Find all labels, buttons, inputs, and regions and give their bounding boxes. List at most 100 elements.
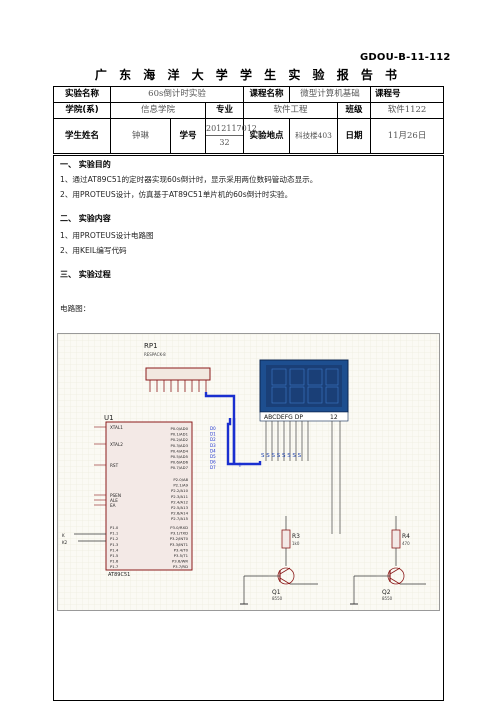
label-course-name: 课程名称 <box>243 86 290 103</box>
pin-ea: EA <box>110 503 116 508</box>
label-class: 班级 <box>336 102 372 119</box>
report-body: 一、 实验目的 1、通过AT89C51的定时器实现60s倒计时，显示采用两位数码… <box>53 155 444 701</box>
label-student-id: 学号 <box>170 118 206 154</box>
value-course-name: 微型计算机基础 <box>288 86 372 103</box>
r3-value: 1k0 <box>292 541 300 546</box>
bus-label-3: D3 <box>210 443 216 448</box>
p3-pin-5: P3.5/T1 <box>174 553 189 558</box>
header-row-3: 学生姓名 钟琳 学号 2012117012 32 实验地点 科技楼403 日期 … <box>53 118 445 154</box>
value-location: 科技楼403 <box>289 118 338 154</box>
p3-pin-0: P3.0/RXD <box>170 525 188 530</box>
p2-pin-0: P2.0/A8 <box>173 477 188 482</box>
wire-label-k2: K2 <box>62 540 68 545</box>
pin-xtal2: XTAL2 <box>110 442 123 447</box>
p0-pin-2: P0.2/AD2 <box>170 437 188 442</box>
q2-label: Q2 <box>382 589 391 596</box>
rp1-sublabel: RESPACK-8 <box>144 352 166 357</box>
label-experiment-name: 实验名称 <box>53 86 111 103</box>
r4-label: R4 <box>402 533 410 540</box>
p0-pin-5: P0.5/AD5 <box>170 454 188 459</box>
p2-pin-1: P2.1/A9 <box>173 483 188 488</box>
bus-label-5: D5 <box>210 454 216 459</box>
p1-pin-0: P1.0 <box>110 525 119 530</box>
header-row-1: 实验名称 60s倒计时实验 课程名称 微型计算机基础 课程号 <box>53 86 445 103</box>
p2-pin-7: P2.7/A15 <box>171 516 189 521</box>
seven-segment-display: ABCDEFG DP 12 S S S S S S S S <box>259 359 349 534</box>
p0-pin-6: P0.6/AD6 <box>170 460 188 465</box>
p0-pin-list: P0.0/AD0P0.1/AD1P0.2/AD2P0.3/AD3P0.4/AD4… <box>170 426 188 470</box>
p1-pin-7: P1.7 <box>110 564 119 569</box>
p0-pin-0: P0.0/AD0 <box>170 426 188 431</box>
data-bus <box>204 392 262 466</box>
student-id-part-2: 32 <box>219 138 230 147</box>
bus-label-4: D4 <box>210 448 216 453</box>
p2-pin-2: P2.2/A10 <box>171 488 189 493</box>
section-1-title: 一、 实验目的 <box>60 160 111 169</box>
p3-pin-4: P3.4/T0 <box>174 547 189 552</box>
document-number: GDOU-B-11-112 <box>360 52 451 63</box>
report-header-table: 实验名称 60s倒计时实验 课程名称 微型计算机基础 课程号 学院(系) 信息学… <box>53 86 445 154</box>
r4-value: 470 <box>402 541 410 546</box>
p1-pin-5: P1.5 <box>110 553 119 558</box>
p3-pin-list: P3.0/RXDP3.1/TXDP3.2/INT0P3.3/INT1P3.4/T… <box>170 525 189 569</box>
label-location: 实验地点 <box>243 118 290 154</box>
value-student-name: 钟琳 <box>110 118 171 154</box>
p3-pin-6: P3.6/WR <box>172 559 188 564</box>
r4-resistor: R4 470 <box>391 516 410 566</box>
p2-pin-3: P2.3/A11 <box>171 494 189 499</box>
p1-pin-list: P1.0P1.1P1.2P1.3P1.4P1.5P1.6P1.7 <box>110 525 119 569</box>
bus-junction-mark: + <box>237 461 243 469</box>
section-2-line-2: 2、用KEIL编写代码 <box>60 246 127 255</box>
q1-part: 8550 <box>272 596 283 601</box>
p1-pin-6: P1.6 <box>110 559 119 564</box>
display-pin-labels: ABCDEFG DP <box>264 414 303 421</box>
section-2-title: 二、 实验内容 <box>60 214 111 223</box>
pin-xtal1: XTAL1 <box>110 425 123 430</box>
pin-ale: ALE <box>110 498 118 503</box>
value-college: 信息学院 <box>110 102 206 119</box>
pin-rst: RST <box>110 463 119 468</box>
section-3-line-1: 电路图： <box>60 304 91 313</box>
bus-label-6: D6 <box>210 460 216 465</box>
value-class: 软件1122 <box>370 102 445 119</box>
p1-pin-4: P1.4 <box>110 547 119 552</box>
section-1-line-2: 2、用PROTEUS设计，仿真基于AT89C51单片机的60s倒计时实验。 <box>60 190 293 199</box>
p2-pin-4: P2.4/A12 <box>171 499 189 504</box>
r3-resistor: R3 1k0 <box>281 516 300 566</box>
label-course-number: 课程号 <box>370 86 445 103</box>
pin-stubs <box>94 426 106 506</box>
circuit-diagram: RP1 RESPACK-8 ABCDEFG DP 12 <box>57 333 440 611</box>
circuit-svg: RP1 RESPACK-8 ABCDEFG DP 12 <box>58 334 439 610</box>
student-id-part-1: 2012117012 <box>206 124 257 136</box>
display-seg-net-labels: S S S S S S S S <box>261 453 302 459</box>
p2-pin-6: P2.6/A14 <box>171 511 189 516</box>
p3-pin-3: P3.3/INT1 <box>170 542 189 547</box>
header-row-2: 学院(系) 信息学院 专业 软件工程 班级 软件1122 <box>53 102 445 119</box>
p1-wires <box>74 533 106 542</box>
value-date: 11月26日 <box>370 118 445 154</box>
report-title: 广 东 海 洋 大 学 学 生 实 验 报 告 书 <box>94 68 402 82</box>
q1-label: Q1 <box>272 589 281 596</box>
label-date: 日期 <box>336 118 372 154</box>
u1-part: AT89C51 <box>108 572 130 578</box>
label-college: 学院(系) <box>53 102 111 119</box>
bus-label-2: D2 <box>210 437 216 442</box>
q2-transistor: Q2 8550 <box>350 567 426 605</box>
value-experiment-name: 60s倒计时实验 <box>110 86 244 103</box>
section-1-line-1: 1、通过AT89C51的定时器实现60s倒计时，显示采用两位数码管动态显示。 <box>60 175 318 184</box>
bus-label-1: D1 <box>210 432 216 437</box>
display-digit-labels: 12 <box>330 414 338 421</box>
bus-label-7: D7 <box>210 465 216 470</box>
p0-pin-7: P0.7/AD7 <box>170 465 188 470</box>
pin-psen: PSEN <box>110 493 121 498</box>
bus-label-0: D0 <box>210 426 216 431</box>
r3-label: R3 <box>292 533 300 540</box>
u1-label: U1 <box>104 414 114 422</box>
q1-transistor: Q1 8550 <box>240 567 318 605</box>
label-major: 专业 <box>205 102 244 119</box>
rp1-label: RP1 <box>144 342 158 350</box>
p3-pin-7: P3.7/RD <box>173 564 188 569</box>
p0-pin-1: P0.1/AD1 <box>170 432 188 437</box>
p3-pin-1: P3.1/TXD <box>171 531 189 536</box>
